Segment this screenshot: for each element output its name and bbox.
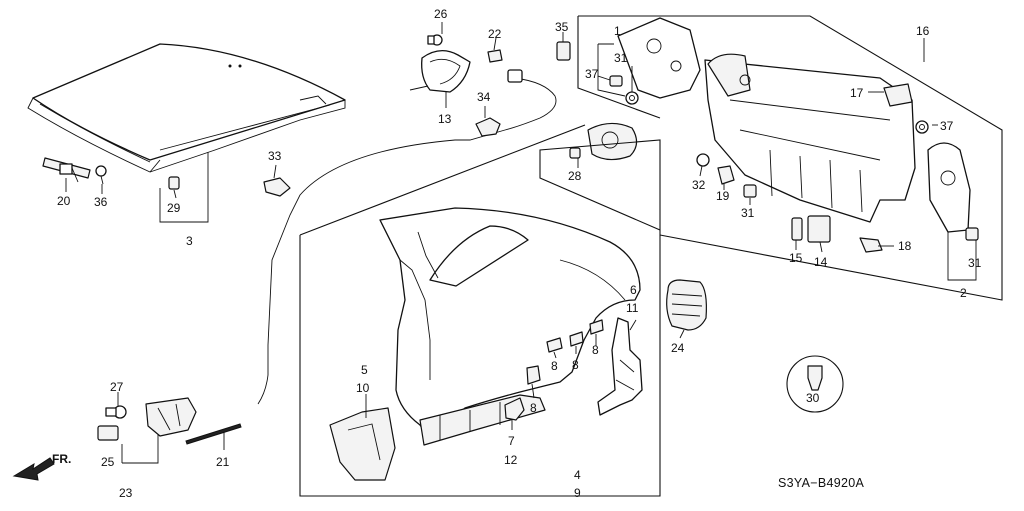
nut-37b [915,120,929,134]
callout-8b: 8 [572,358,579,372]
callout-33: 33 [268,149,282,163]
screw-26 [427,34,443,46]
callout-37b: 37 [940,119,954,133]
callout-29: 29 [167,201,181,215]
callout-1: 1 [614,24,621,38]
group-frames [121,15,1003,497]
callout-35: 35 [555,20,569,34]
callout-25: 25 [101,455,115,469]
callout-14: 14 [814,255,828,269]
callout-9: 9 [574,486,581,500]
inner-panel-2 [927,142,971,233]
callout-26: 26 [434,7,448,21]
clip-35 [556,41,571,61]
callout-4: 4 [574,468,581,482]
callout-36: 36 [94,195,108,209]
callout-12: 12 [504,453,518,467]
callout-20: 20 [57,194,71,208]
callout-labels: 26 22 35 1 31 37 13 34 16 17 37 33 28 32… [52,7,982,500]
callout-8a: 8 [551,359,558,373]
rear-panel-16 [704,53,916,223]
callout-7: 7 [508,434,515,448]
callout-28: 28 [568,169,582,183]
clip-30 [786,355,844,413]
callout-15: 15 [789,251,803,265]
callout-31b: 31 [741,206,755,220]
inner-panel-1 [617,17,701,99]
callout-6: 6 [630,283,637,297]
roof-clip-20 [42,157,91,183]
callout-11: 11 [626,301,639,315]
callout-10: 10 [356,381,370,395]
bolt-32 [696,153,710,167]
callout-17: 17 [850,86,864,100]
clip-19 [717,165,735,185]
spacer-29 [168,176,180,190]
fuel-lid-13 [409,50,471,93]
clip-34 [475,117,501,137]
callout-32: 32 [692,178,706,192]
callout-19: 19 [716,189,730,203]
leader-lines [65,22,977,450]
bracket-6-11 [597,317,643,416]
quarter-panel [379,207,641,446]
direction-label: FR. [52,452,71,466]
nut-37a [625,91,639,105]
callout-24: 24 [671,341,685,355]
roof-panel [27,43,346,173]
bolt-36 [95,165,107,185]
fuel-cable [185,69,557,445]
bracket-14 [807,215,831,243]
callout-8d: 8 [530,401,537,415]
clip-18 [859,237,883,253]
callout-3: 3 [186,234,193,248]
callout-31c: 31 [968,256,982,270]
callout-16: 16 [916,24,930,38]
brace-plate-28 [569,122,638,161]
callout-8c: 8 [592,343,599,357]
bracket-17 [883,83,913,107]
callout-2: 2 [960,286,967,300]
clip-31a [609,75,623,87]
clip-33 [263,177,291,197]
pad-15 [791,217,803,241]
bracket-7-12 [504,397,525,421]
clip-31b [743,184,757,198]
front-arrow-icon [12,457,55,481]
inner-panel-5-10 [329,407,396,481]
callout-5: 5 [361,363,368,377]
callout-13: 13 [438,112,452,126]
hinge-assembly [97,397,197,441]
callout-30: 30 [806,391,820,405]
callout-18: 18 [898,239,912,253]
callout-23: 23 [119,486,133,500]
vent-24 [666,279,707,331]
clip-31c [965,227,979,241]
diagram-code: S3YA−B4920A [778,476,864,490]
callout-22: 22 [488,27,502,41]
callout-37a: 37 [585,67,599,81]
clip-22 [487,49,503,63]
callout-34: 34 [477,90,491,104]
callout-31a: 31 [614,51,628,65]
callout-27: 27 [110,380,124,394]
callout-21: 21 [216,455,230,469]
grommets-8 [526,319,604,385]
